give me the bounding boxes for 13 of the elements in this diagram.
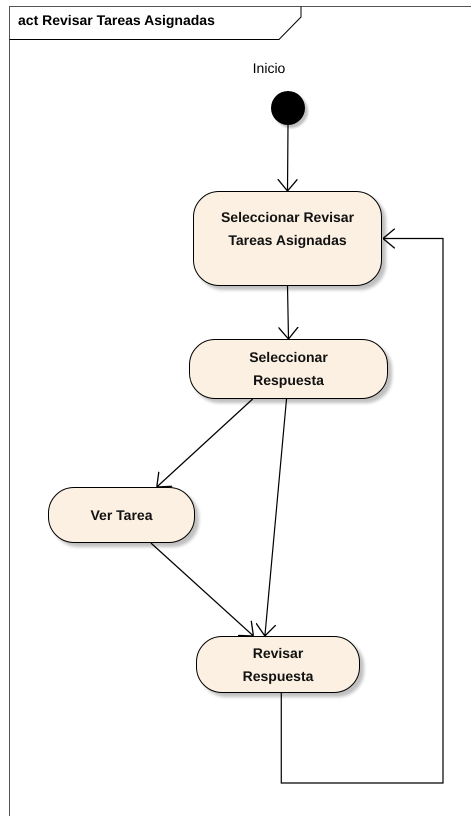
arrow xyxy=(150,542,254,637)
action-node: Ver Tarea xyxy=(48,487,195,543)
action-node: Seleccionar Respuesta xyxy=(189,339,388,399)
arrow xyxy=(156,398,254,488)
initial-node xyxy=(271,91,305,125)
arrow xyxy=(276,125,298,192)
action-node: Revisar Respuesta xyxy=(196,636,360,693)
action-node: Seleccionar Revisar Tareas Asignadas xyxy=(193,191,382,286)
node-caption: Inicio xyxy=(252,61,286,75)
arrow xyxy=(280,228,444,784)
frame-title: act Revisar Tareas Asignadas xyxy=(18,13,215,27)
arrow xyxy=(278,286,299,340)
arrow xyxy=(255,398,288,637)
